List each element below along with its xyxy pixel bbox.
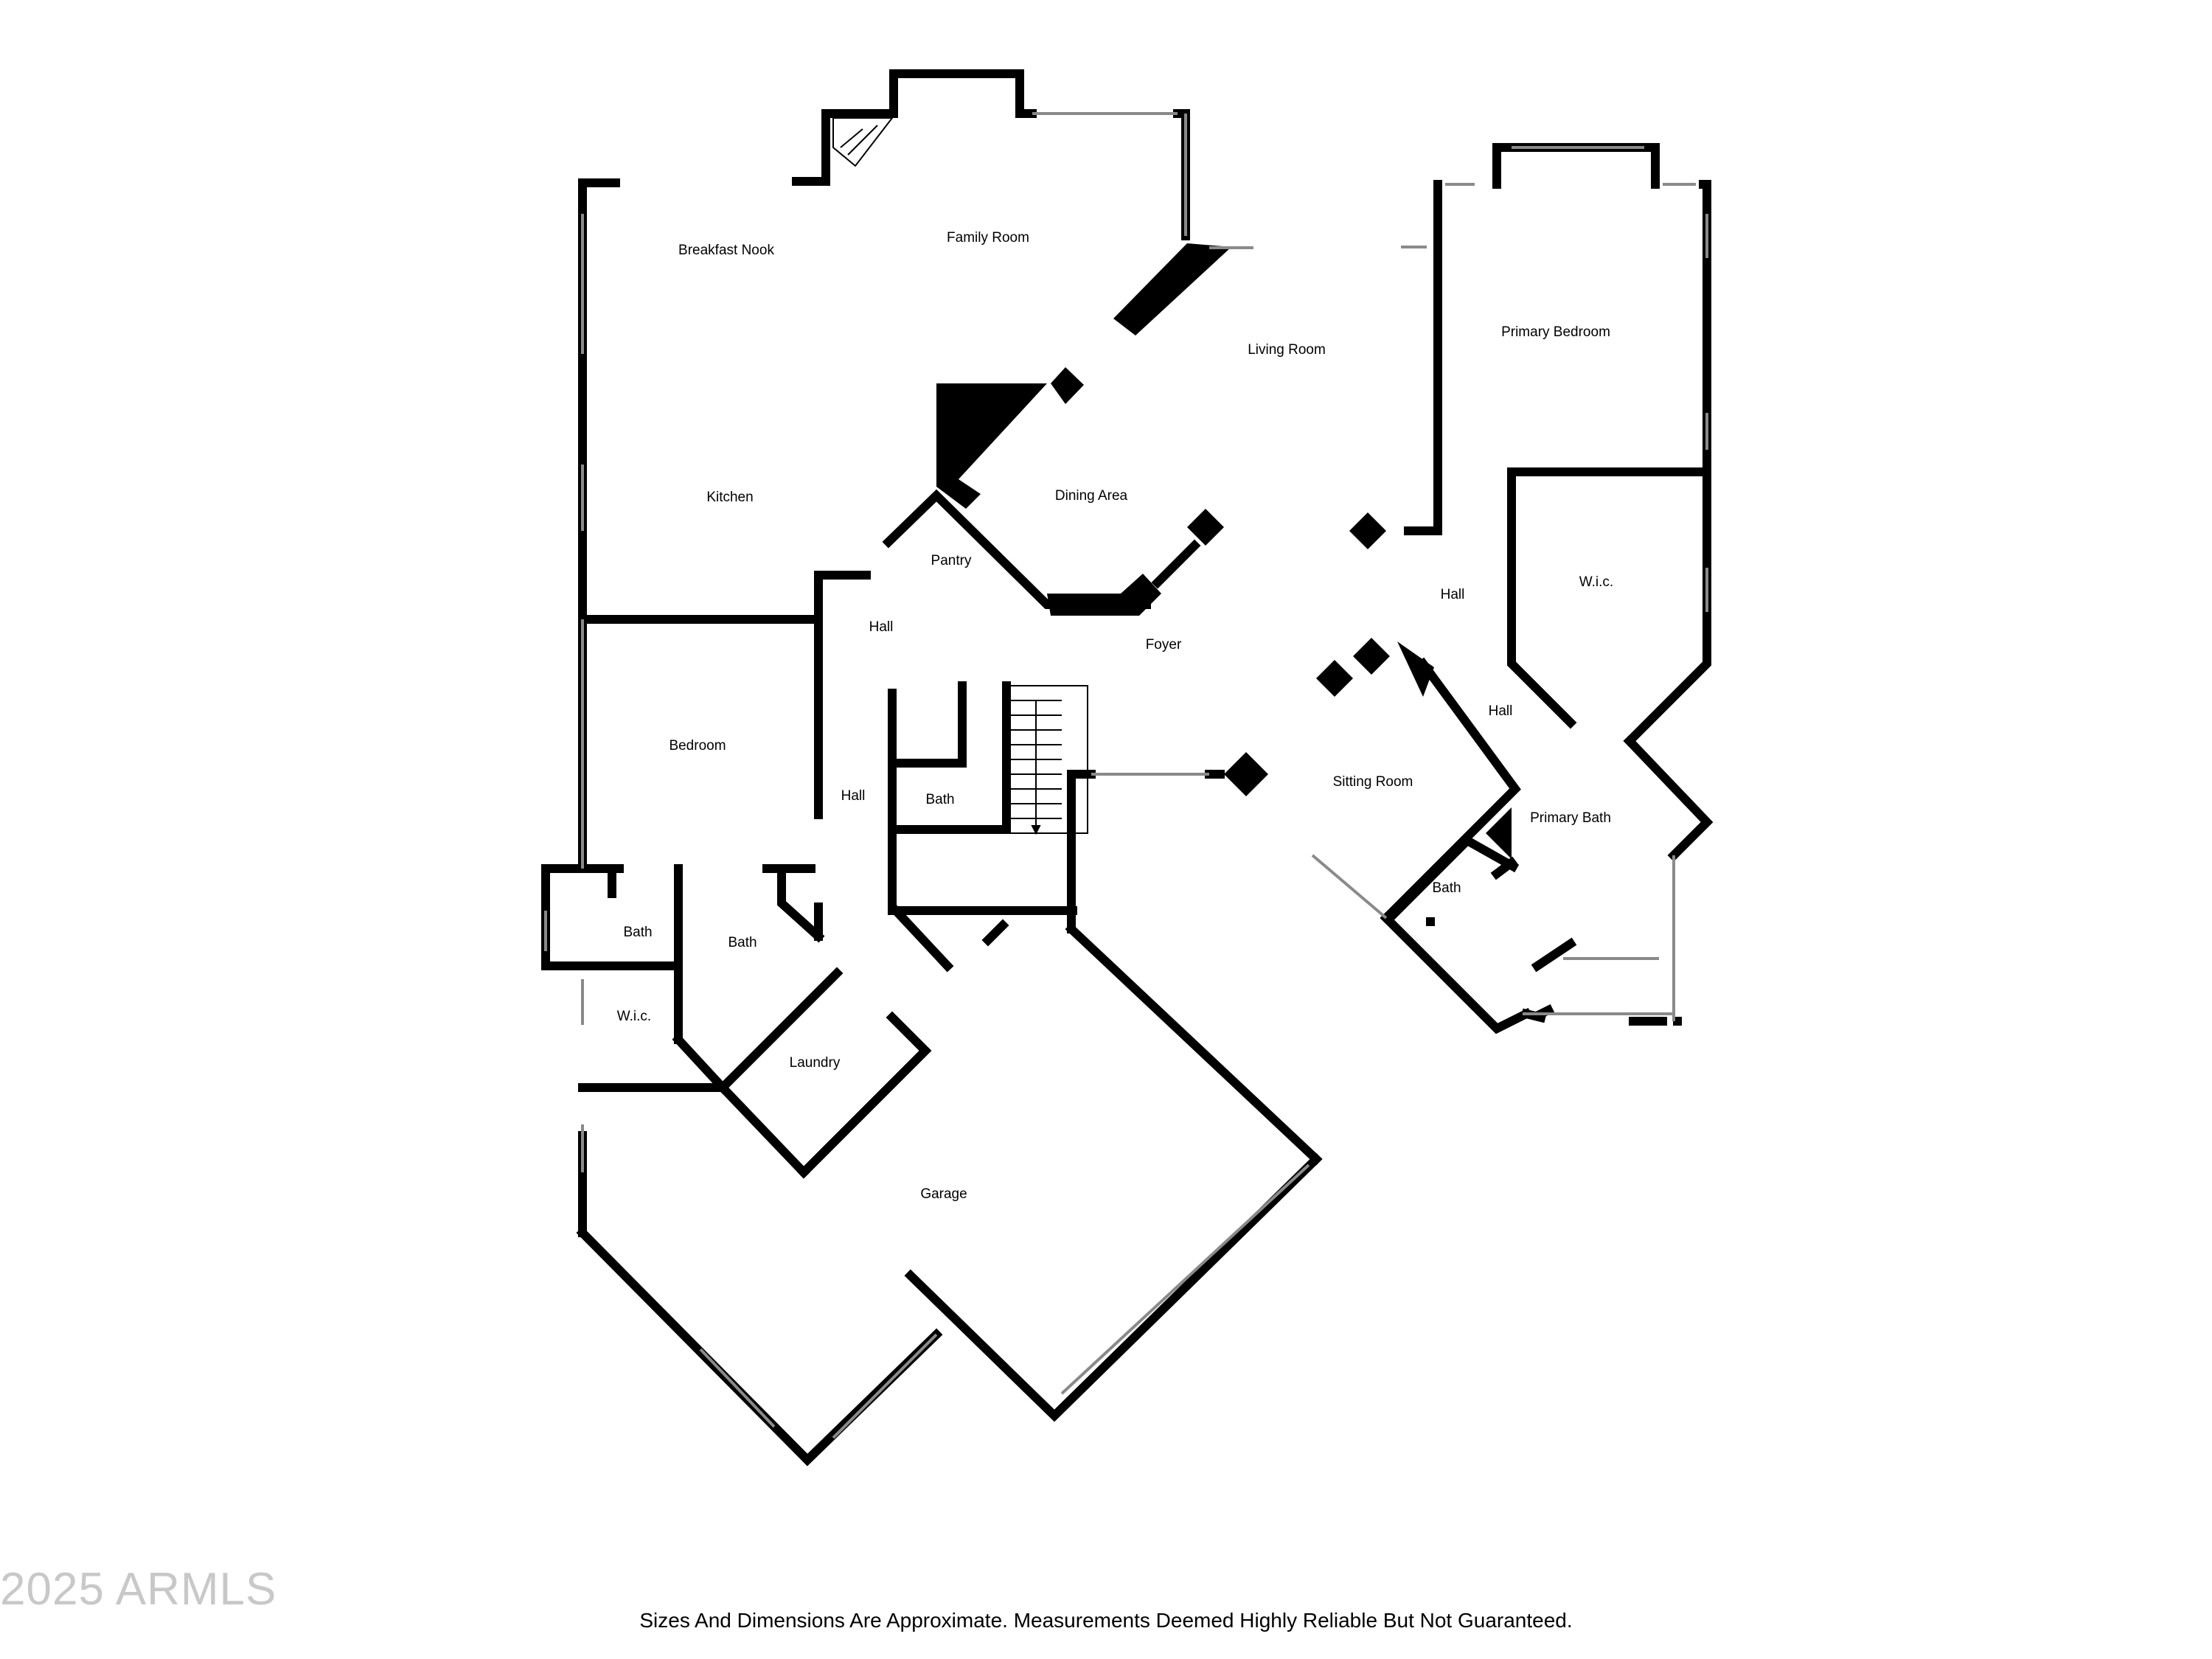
room-label-laundry: Laundry: [790, 1055, 841, 1071]
room-label-wic-left: W.i.c.: [617, 1009, 651, 1024]
room-label-foyer: Foyer: [1146, 637, 1182, 653]
fireplace: [832, 117, 894, 167]
room-label-bath-center: Bath: [925, 792, 954, 807]
room-label-primary-bath: Primary Bath: [1530, 810, 1611, 826]
room-label-living-room: Living Room: [1248, 342, 1326, 358]
disclaimer: Sizes And Dimensions Are Approximate. Me…: [639, 1609, 1573, 1632]
room-labels: Breakfast Nook Family Room Living Room P…: [617, 230, 1613, 1202]
room-label-dining-area: Dining Area: [1055, 488, 1128, 504]
room-label-bath-sitting: Bath: [1432, 880, 1461, 896]
walls: [541, 69, 1714, 1467]
room-label-bath-left: Bath: [623, 925, 652, 940]
room-label-bedroom: Bedroom: [669, 738, 726, 754]
room-label-hall-primary-lower: Hall: [1489, 703, 1513, 719]
room-label-primary-bedroom: Primary Bedroom: [1501, 324, 1610, 340]
solid-wall-blocks: [936, 243, 1512, 859]
room-label-hall-bedroom: Hall: [841, 788, 866, 804]
room-label-family-room: Family Room: [947, 230, 1029, 246]
room-label-pantry: Pantry: [931, 553, 972, 568]
windows: [544, 112, 1708, 1439]
room-label-kitchen: Kitchen: [706, 490, 753, 505]
room-label-bath-mid: Bath: [728, 935, 757, 950]
room-label-wic-primary: W.i.c.: [1579, 574, 1613, 590]
room-label-hall-primary: Hall: [1441, 587, 1465, 602]
room-label-sitting-room: Sitting Room: [1333, 774, 1413, 790]
room-label-garage: Garage: [920, 1186, 967, 1202]
stairs: [1006, 685, 1088, 835]
room-label-breakfast-nook: Breakfast Nook: [678, 243, 774, 258]
watermark: 2025 ARMLS: [0, 1564, 277, 1615]
room-label-hall-kitchen: Hall: [869, 619, 894, 635]
